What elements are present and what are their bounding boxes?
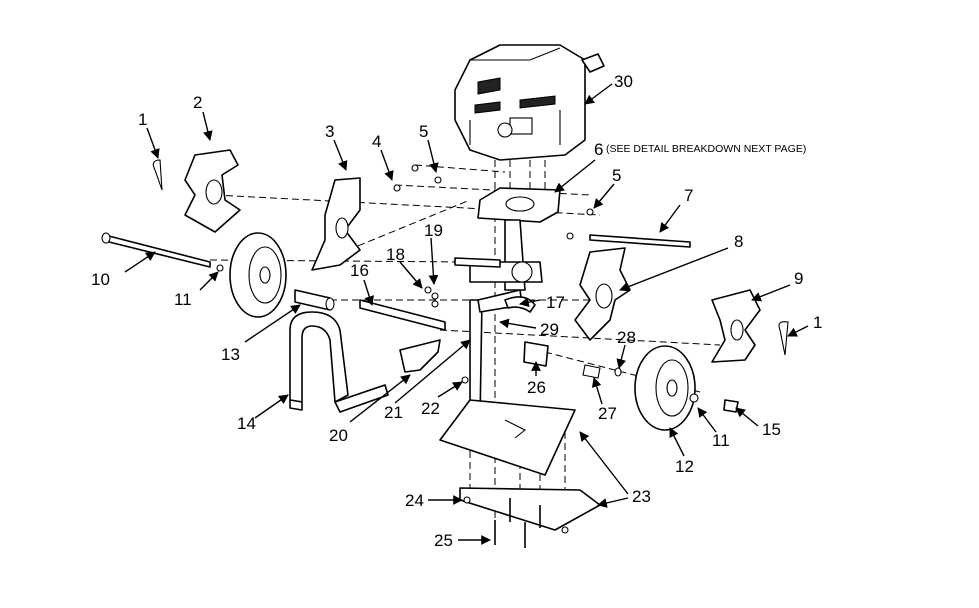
callout-11: 11 [174,290,192,309]
wheel-right [634,345,696,431]
callout-14: 14 [237,414,256,433]
callout-6: 6 [594,140,603,159]
callout-2: 2 [193,93,202,112]
callout-15: 15 [762,420,781,439]
callout-29: 29 [540,320,559,339]
detail-note: (SEE DETAIL BREAKDOWN NEXT PAGE) [606,143,806,155]
callout-11b: 11 [712,431,730,450]
callout-30: 30 [614,72,633,91]
callout-13: 13 [221,345,240,364]
callout-4: 4 [372,132,381,151]
shafts [101,232,691,331]
skid-shield [439,399,601,531]
callout-22: 22 [421,399,440,418]
engine [454,44,605,161]
handle-loop [289,311,389,413]
callout-24: 24 [405,491,424,510]
callout-26: 26 [527,378,546,397]
callout-5: 5 [419,122,428,141]
wheel-left [229,232,287,318]
callout-25: 25 [434,531,453,550]
bolts [463,496,569,548]
tine-right-outer [711,289,761,363]
callout-27: 27 [598,404,617,423]
callout-1: 1 [138,110,147,129]
callout-10: 10 [91,270,110,289]
callout-16: 16 [350,261,369,280]
callout-3: 3 [325,122,334,141]
tine-left [184,149,241,233]
callout-28: 28 [617,328,636,347]
tine-right [574,247,631,341]
callout-21: 21 [384,403,403,422]
callout-5b: 5 [612,166,621,185]
callout-12: 12 [675,457,694,476]
callout-20: 20 [329,426,348,445]
callout-9: 9 [794,269,803,288]
tine-left-inner [311,177,361,271]
callout-labels: 1 2 3 4 5 6 (SEE DETAIL BREAKDOWN NEXT P… [91,72,822,550]
callout-23: 23 [632,487,651,506]
callout-18: 18 [386,245,405,264]
assembly-lines [209,160,721,520]
callout-19: 19 [424,221,443,240]
small-parts [152,159,789,413]
callout-17: 17 [546,293,565,312]
callout-8: 8 [734,232,743,251]
callout-7: 7 [684,186,693,205]
leader-arrows [124,83,809,545]
callout-1b: 1 [813,313,822,332]
